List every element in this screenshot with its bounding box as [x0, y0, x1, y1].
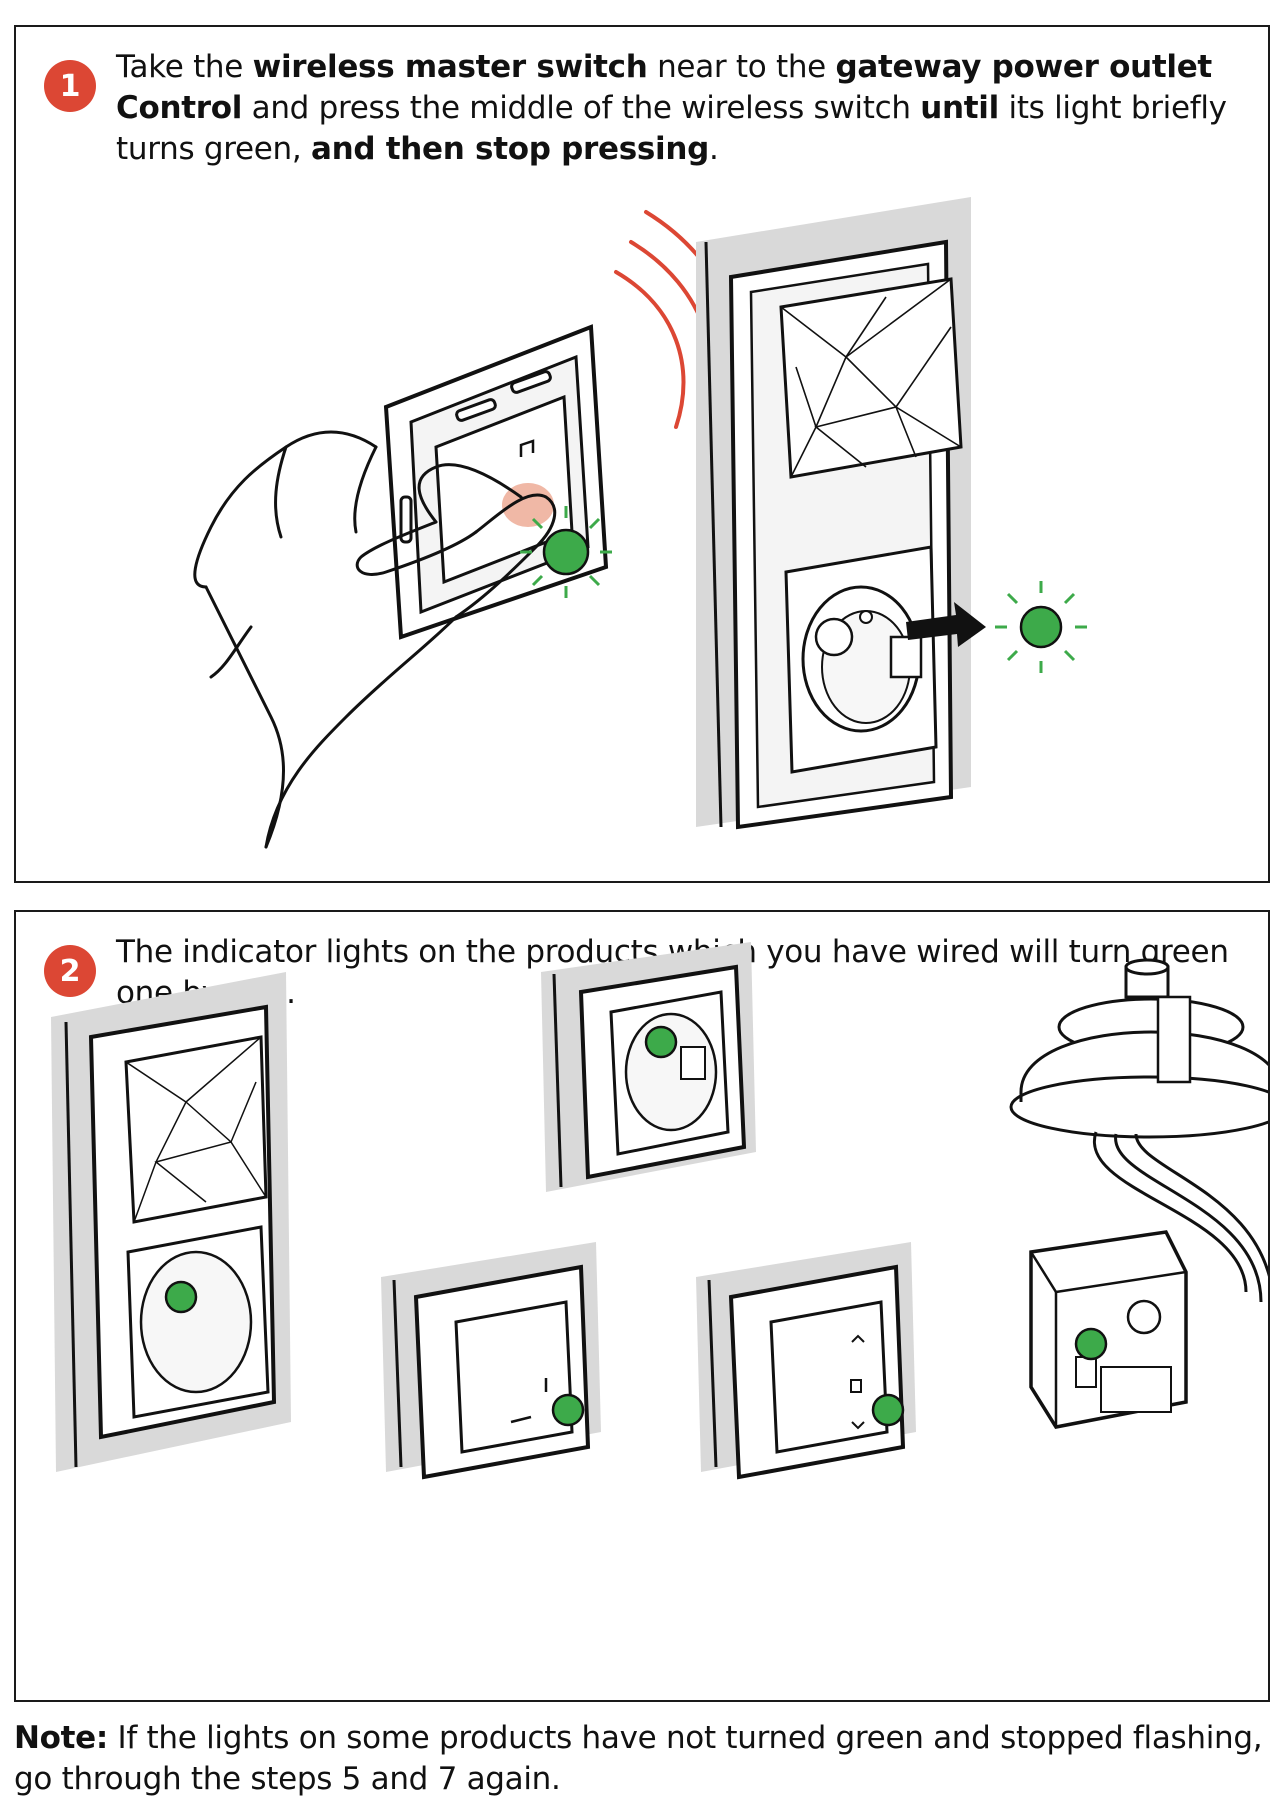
ceiling-light-module	[1011, 960, 1268, 1427]
switch-indicator-light	[544, 530, 588, 574]
light-switch-device	[381, 1242, 601, 1477]
shutter-switch-green-light	[873, 1395, 903, 1425]
single-outlet-green-light	[646, 1027, 676, 1057]
note-label: Note:	[14, 1720, 108, 1756]
note-text: If the lights on some products have not …	[14, 1720, 1262, 1797]
module-green-light	[1076, 1329, 1106, 1359]
note-paragraph: Note: If the lights on some products hav…	[14, 1718, 1274, 1800]
double-outlet-device	[51, 972, 291, 1472]
gateway-power-outlet	[696, 197, 971, 827]
double-outlet-green-light	[166, 1282, 196, 1312]
step-2-panel: 2 The indicator lights on the products w…	[14, 910, 1270, 1702]
light-switch-green-light	[553, 1395, 583, 1425]
step-1-illustration	[16, 27, 1268, 881]
step-2-illustration	[16, 912, 1268, 1700]
step-1-panel: 1 Take the wireless master switch near t…	[14, 25, 1270, 883]
single-outlet-device	[541, 942, 756, 1192]
shutter-switch-device	[696, 1242, 916, 1477]
outlet-indicator-light	[1021, 607, 1061, 647]
